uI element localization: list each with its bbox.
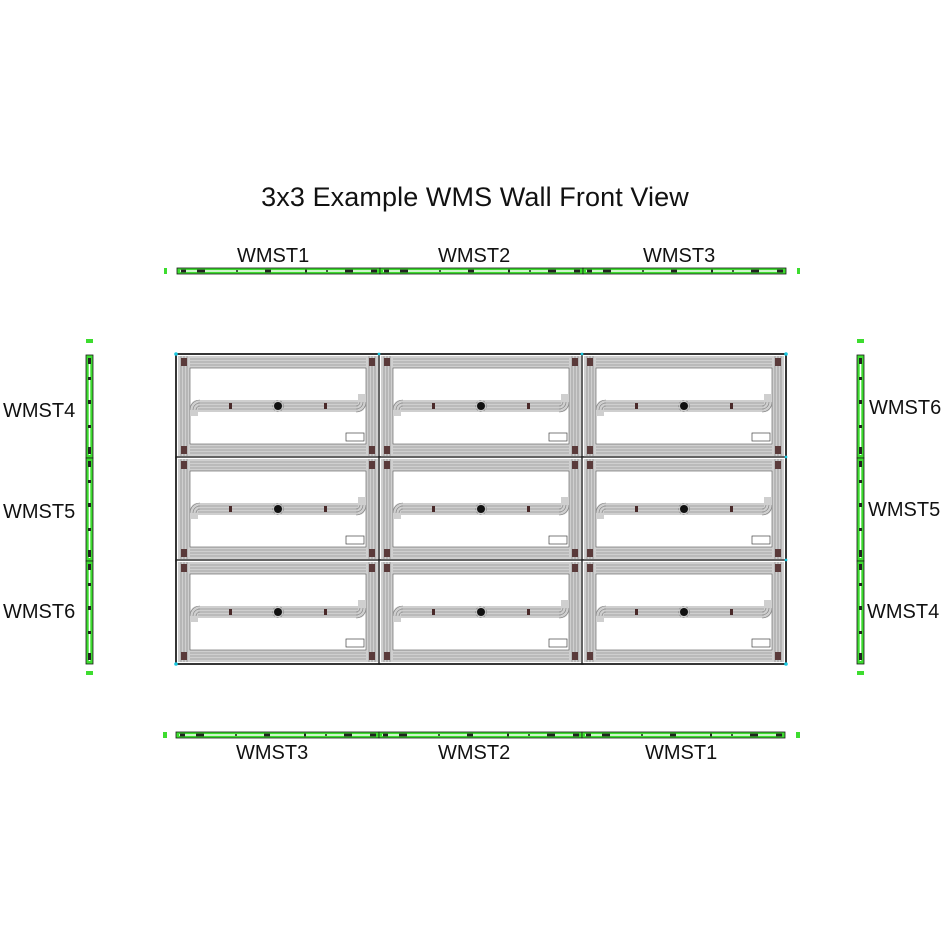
panel-r3-c3 xyxy=(581,559,787,665)
top-rail xyxy=(164,267,800,275)
left-rail xyxy=(85,339,94,675)
bottom-rail-label-3: WMST1 xyxy=(645,742,718,764)
diagram-title: 3x3 Example WMS Wall Front View xyxy=(261,182,689,212)
panel-r3-c1 xyxy=(175,559,381,665)
panel-r3-c2 xyxy=(378,559,584,665)
panel-r1-c2 xyxy=(378,353,584,459)
right-rail xyxy=(856,339,865,675)
wall-panels xyxy=(174,352,788,666)
bottom-rail-label-1: WMST3 xyxy=(236,742,309,764)
right-rail-label-2: WMST5 xyxy=(868,499,941,521)
left-rail-label-2: WMST5 xyxy=(3,501,76,523)
top-rail-label-2: WMST2 xyxy=(438,245,511,267)
top-rail-label-3: WMST3 xyxy=(643,245,716,267)
bottom-rail xyxy=(163,731,800,739)
bottom-rail-label-2: WMST2 xyxy=(438,742,511,764)
panel-r2-c3 xyxy=(581,456,787,562)
left-rail-label-1: WMST4 xyxy=(3,400,76,422)
top-rail-label-1: WMST1 xyxy=(237,245,310,267)
panel-r2-c1 xyxy=(175,456,381,562)
right-rail-label-1: WMST6 xyxy=(869,397,942,419)
right-rail-label-3: WMST4 xyxy=(867,601,940,623)
panel-r1-c3 xyxy=(581,353,787,459)
panel-r2-c2 xyxy=(378,456,584,562)
panel-r1-c1 xyxy=(175,353,381,459)
left-rail-label-3: WMST6 xyxy=(3,601,76,623)
